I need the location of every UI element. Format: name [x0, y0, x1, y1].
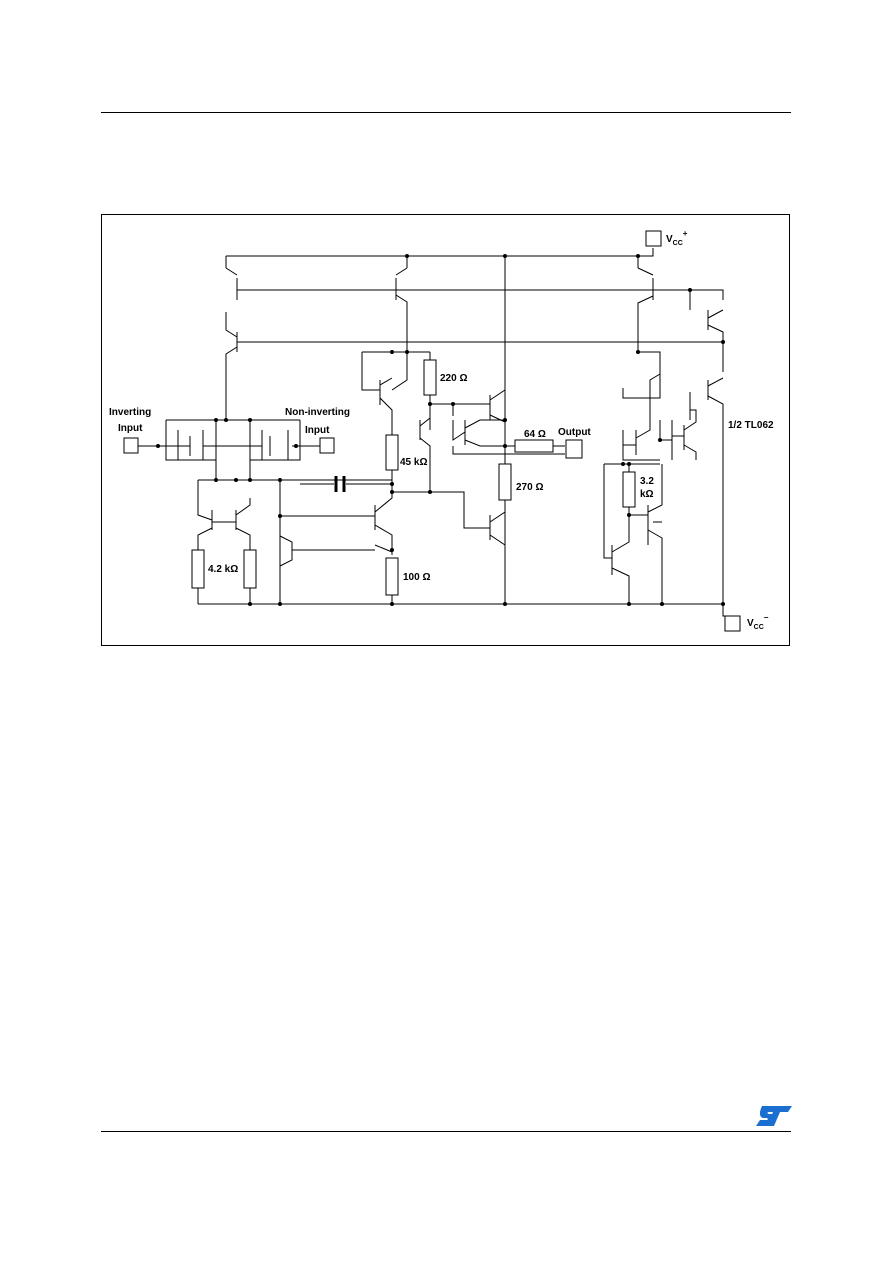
- noninverting-input-label-line2: Input: [305, 425, 330, 436]
- terminals: [123, 230, 741, 632]
- inverting-input-label-line2: Input: [118, 423, 143, 434]
- resistor-bodies: [191, 359, 636, 596]
- resistor-64-label: 64 Ω: [524, 429, 546, 440]
- resistor-4k2-left: [191, 549, 205, 589]
- svg-text:ST: ST: [756, 1104, 758, 1105]
- st-logo: ST: [756, 1104, 792, 1126]
- resistor-220-label: 220 Ω: [440, 373, 467, 384]
- inverting-input-terminal: [123, 437, 139, 454]
- resistor-100-label: 100 Ω: [403, 572, 430, 583]
- resistor-220: [423, 359, 437, 396]
- resistor-270-label: 270 Ω: [516, 482, 543, 493]
- resistor-270: [498, 463, 512, 501]
- footer-rule: [101, 1131, 791, 1132]
- resistor-3k2-label: 3.2: [640, 476, 654, 487]
- resistor-4k2-right: [243, 549, 257, 589]
- resistor-3k2-label-line2: kΩ: [640, 489, 654, 500]
- capacitor: [334, 476, 346, 492]
- noninverting-input-terminal: [319, 437, 335, 454]
- noninverting-input-label: Non-inverting: [285, 407, 350, 418]
- vcc-plus-label: VCC+: [666, 229, 688, 247]
- vcc-minus-terminal: [724, 615, 741, 632]
- output-terminal: [565, 439, 583, 459]
- resistor-64: [514, 439, 554, 453]
- schematic-frame: [101, 214, 790, 646]
- vcc-minus-label: VCC−: [747, 613, 769, 631]
- inverting-input-label: Inverting: [109, 407, 151, 418]
- header-rule: [101, 112, 791, 113]
- resistor-45k-label: 45 kΩ: [400, 457, 427, 468]
- circuit-wires: [136, 248, 733, 617]
- output-label: Output: [558, 427, 591, 438]
- vcc-plus-terminal: [645, 230, 662, 247]
- junction-dots: [156, 254, 725, 606]
- resistor-100: [385, 557, 399, 596]
- resistor-45k: [385, 434, 399, 471]
- resistor-4k2-label: 4.2 kΩ: [208, 564, 238, 575]
- part-label: 1/2 TL062: [728, 420, 774, 431]
- resistor-3k2: [622, 471, 636, 508]
